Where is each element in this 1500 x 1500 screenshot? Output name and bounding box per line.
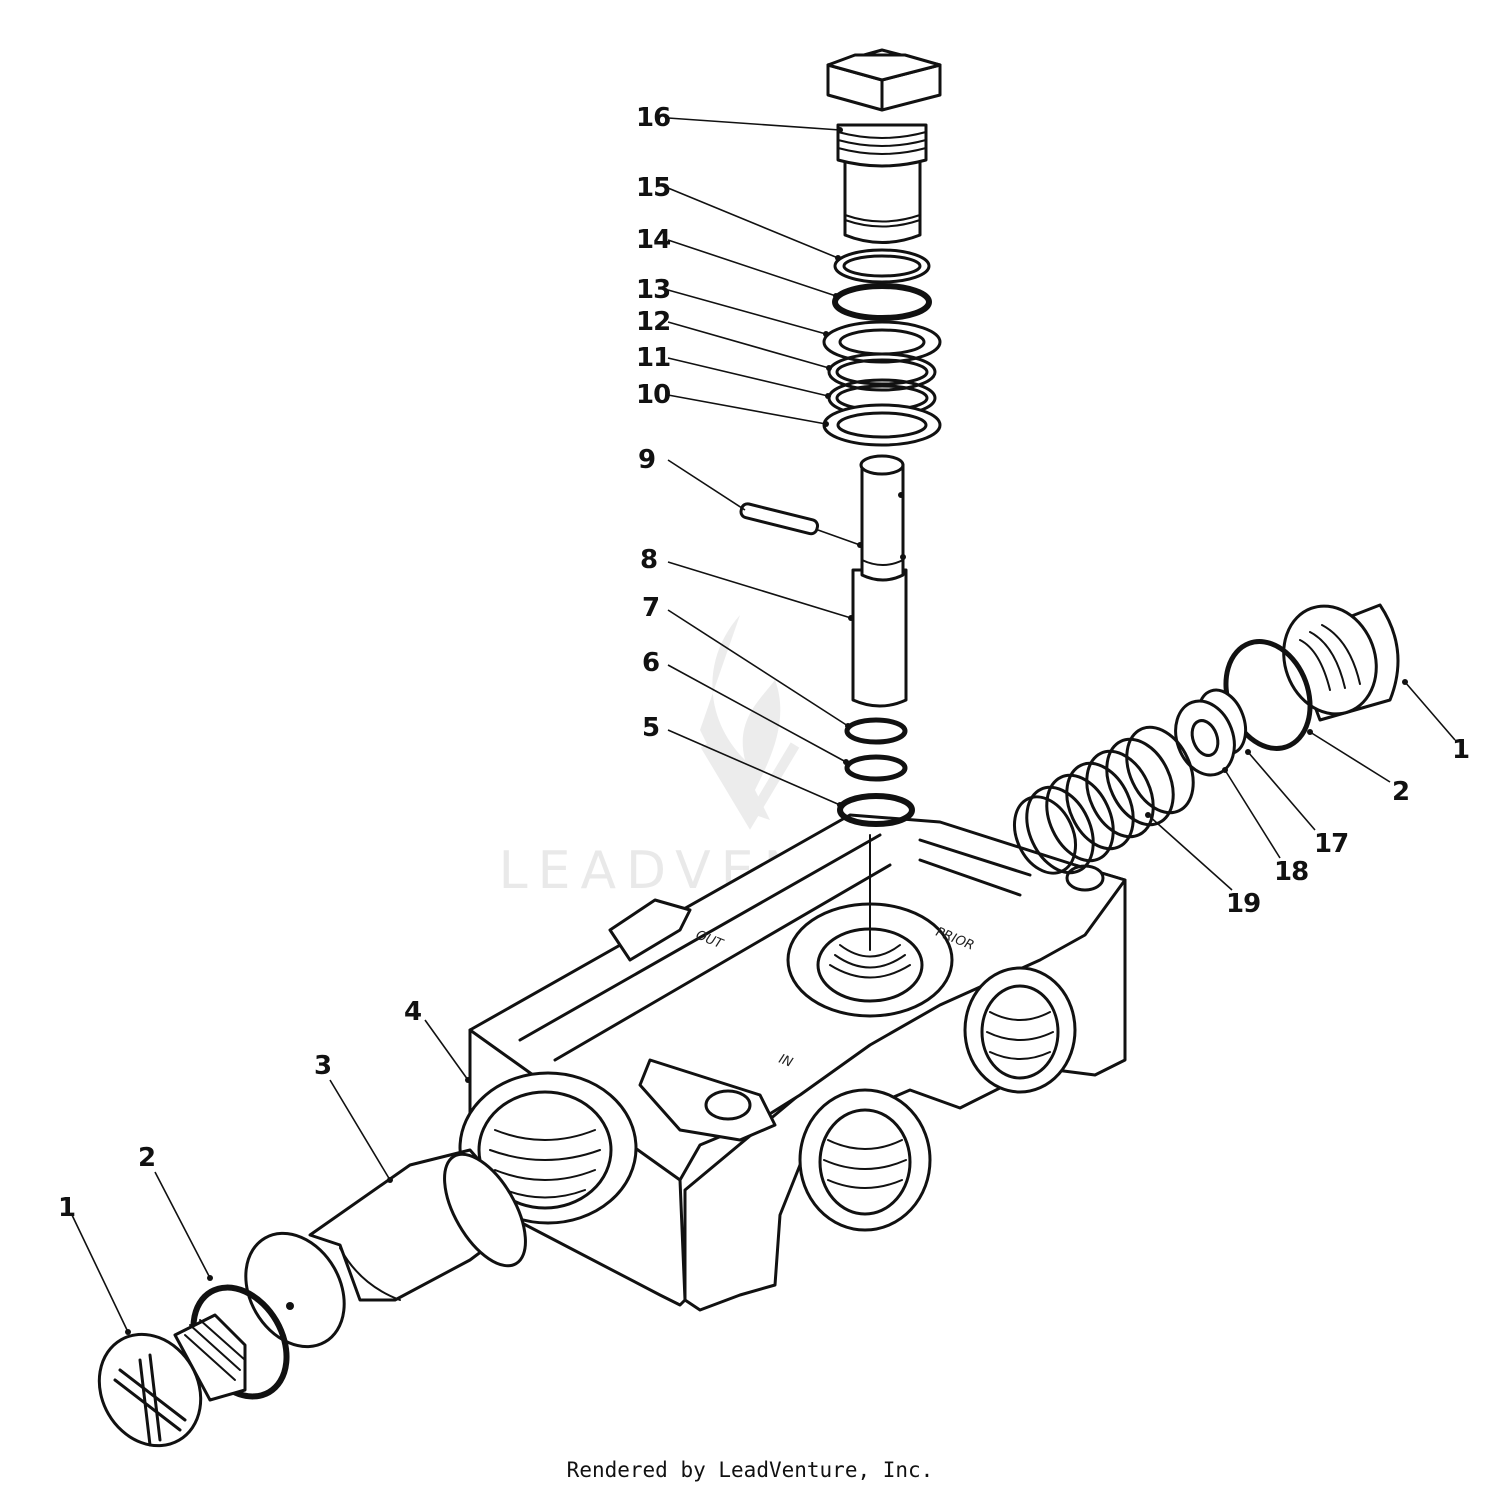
- callout-2-right: 2: [1392, 777, 1409, 807]
- body-label-in: IN: [777, 1052, 795, 1071]
- right-assembly: [1013, 603, 1400, 875]
- exploded-view-diagram: LEADVENTURE OUT: [58, 48, 1470, 1448]
- callout-12: 12: [636, 307, 670, 337]
- callout-14: 14: [636, 225, 670, 255]
- part-1-plug-right: [1282, 603, 1400, 722]
- callout-18: 18: [1274, 857, 1308, 887]
- part-8-spool: [851, 454, 908, 708]
- part-5-ring: [837, 793, 915, 827]
- callouts: 16 15 14 13 12 11 10 9 8 7 6 5 4 3 2 1 1…: [58, 103, 1470, 1223]
- part-14-oring: [832, 283, 932, 321]
- part-9-pin: [739, 502, 820, 536]
- part-18-washer: [1174, 699, 1236, 777]
- callout-17: 17: [1314, 829, 1348, 859]
- vertical-stack: [739, 48, 942, 827]
- leader-lines: [71, 117, 1456, 1335]
- callout-6: 6: [642, 648, 659, 678]
- footer-credit: Rendered by LeadVenture, Inc.: [566, 1458, 934, 1482]
- callout-1-left: 1: [58, 1193, 75, 1223]
- callout-13: 13: [636, 275, 670, 305]
- part-12-spring: [827, 352, 937, 392]
- callout-16: 16: [636, 103, 670, 133]
- callout-11: 11: [636, 343, 670, 373]
- callout-10: 10: [636, 380, 670, 410]
- callout-19: 19: [1226, 889, 1260, 919]
- part-6-ring: [844, 754, 908, 782]
- left-assembly: [97, 1148, 527, 1448]
- callout-15: 15: [636, 173, 670, 203]
- callout-5: 5: [642, 713, 659, 743]
- valve-body: OUT PRIOR IN: [458, 813, 1127, 1312]
- watermark-logo-icon: [700, 615, 800, 830]
- callout-9: 9: [638, 445, 655, 475]
- callout-7: 7: [642, 593, 659, 623]
- callout-8: 8: [640, 545, 657, 575]
- part-7-ring: [844, 717, 908, 745]
- part-1-plug-left: [97, 1313, 247, 1448]
- part-19-spring: [1013, 725, 1195, 875]
- callout-4: 4: [404, 997, 421, 1027]
- callout-1-right: 1: [1452, 735, 1469, 765]
- part-3-piston: [244, 1148, 527, 1349]
- callout-2-left: 2: [138, 1143, 155, 1173]
- callout-3: 3: [314, 1051, 331, 1081]
- part-16-plug: [826, 48, 942, 244]
